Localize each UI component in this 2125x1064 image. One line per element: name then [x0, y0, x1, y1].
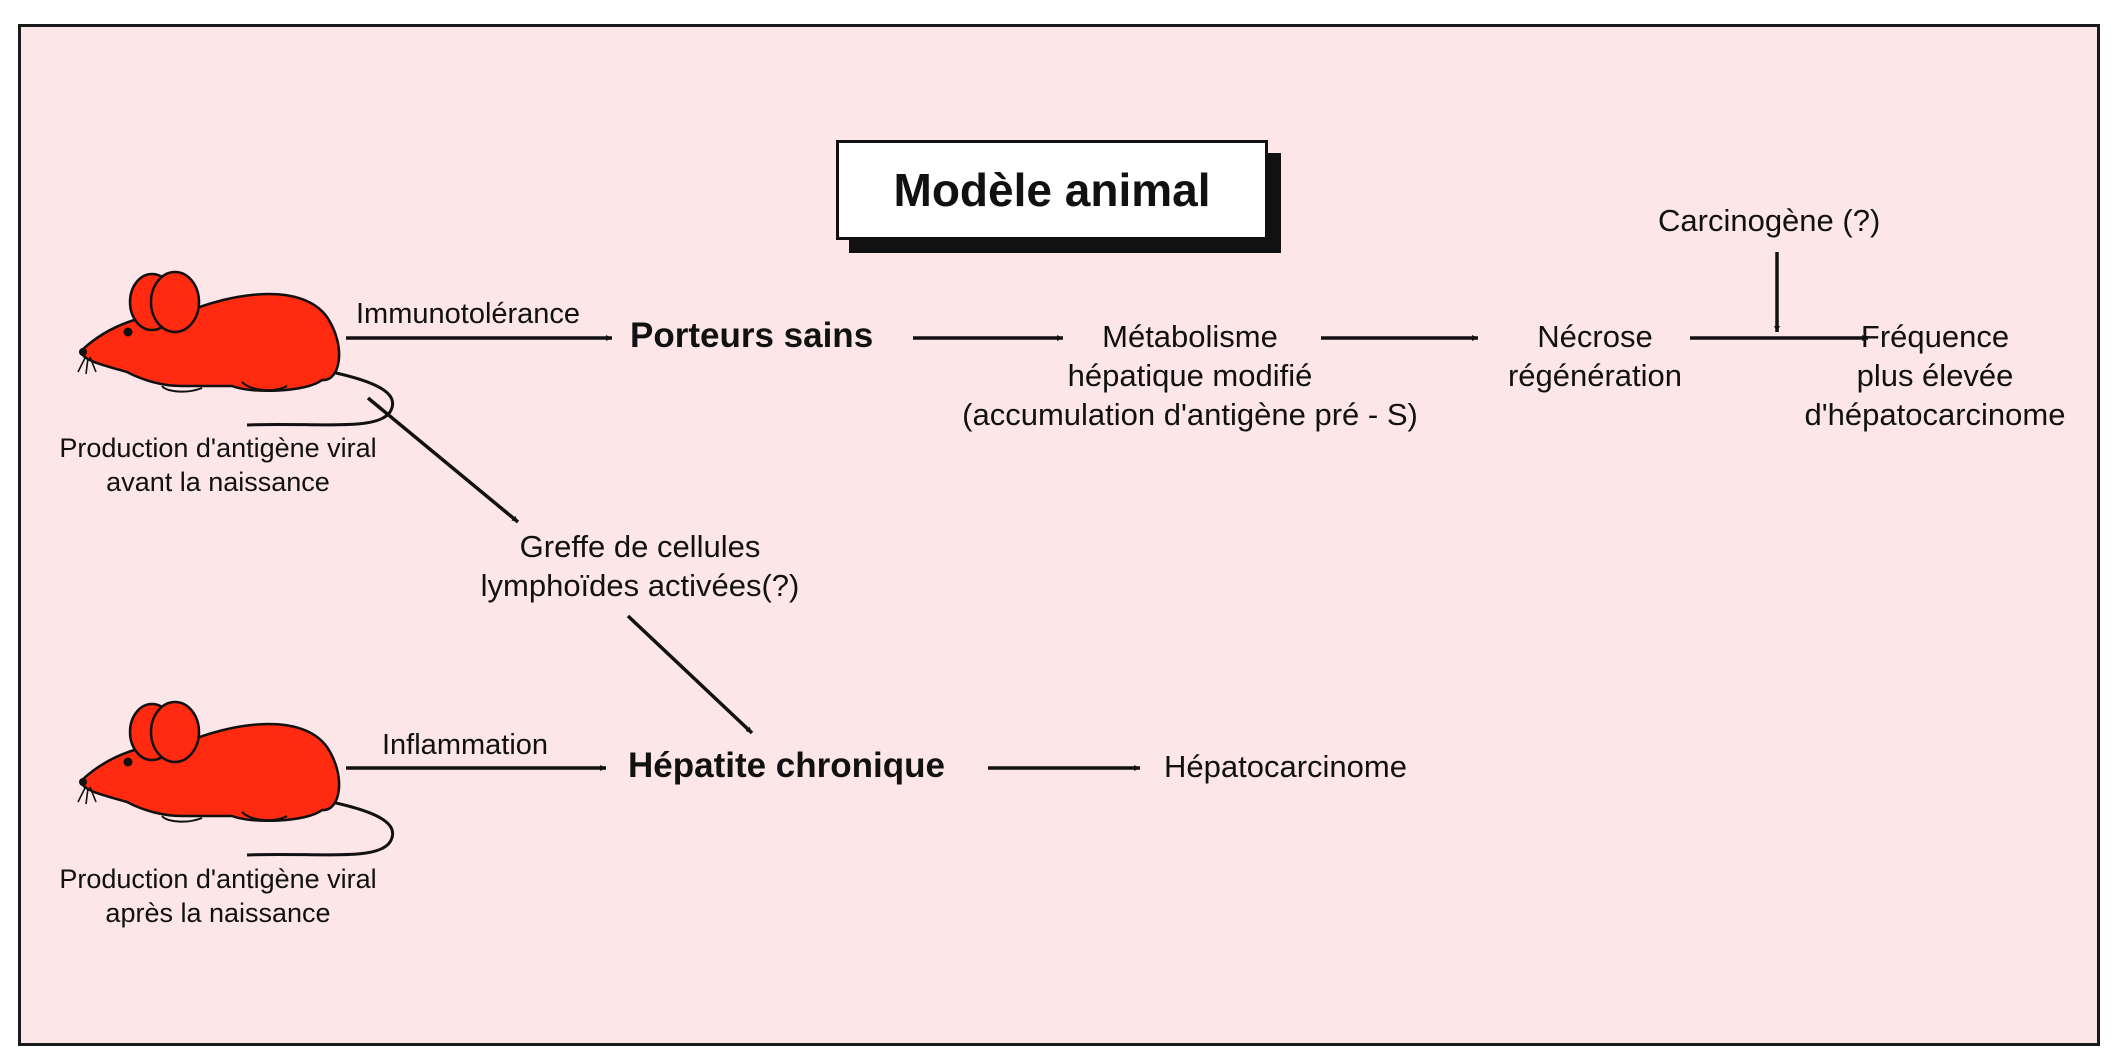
arrow-to-graft [366, 396, 520, 524]
mouse-icon [77, 700, 395, 857]
mouse-icon [77, 270, 395, 427]
node-metabolism: Métabolisme hépatique modifié (accumulat… [962, 319, 1418, 432]
arrow-graft-to-hepatitis [626, 614, 754, 735]
node-frequency: Fréquence plus élevée d'hépatocarcinome [1804, 319, 2066, 432]
label-carcinogen: Carcinogène (?) [1658, 203, 1881, 238]
diagram-title: Modèle animal [836, 140, 1268, 240]
node-chronic-hepatitis: Hépatite chronique [628, 746, 945, 785]
mouse-caption-prenatal: Production d'antigène viral avant la nai… [59, 433, 377, 497]
mouse-caption-postnatal: Production d'antigène viral après la nai… [59, 864, 377, 928]
label-immunotolerance: Immunotolérance [356, 298, 581, 330]
node-hepatocarcinoma: Hépatocarcinome [1164, 749, 1407, 784]
label-inflammation: Inflammation [382, 729, 549, 761]
node-graft: Greffe de cellules lymphoïdes activées(?… [480, 529, 800, 603]
node-necrosis: Nécrose régénération [1507, 319, 1683, 393]
node-healthy-carriers: Porteurs sains [630, 316, 874, 355]
